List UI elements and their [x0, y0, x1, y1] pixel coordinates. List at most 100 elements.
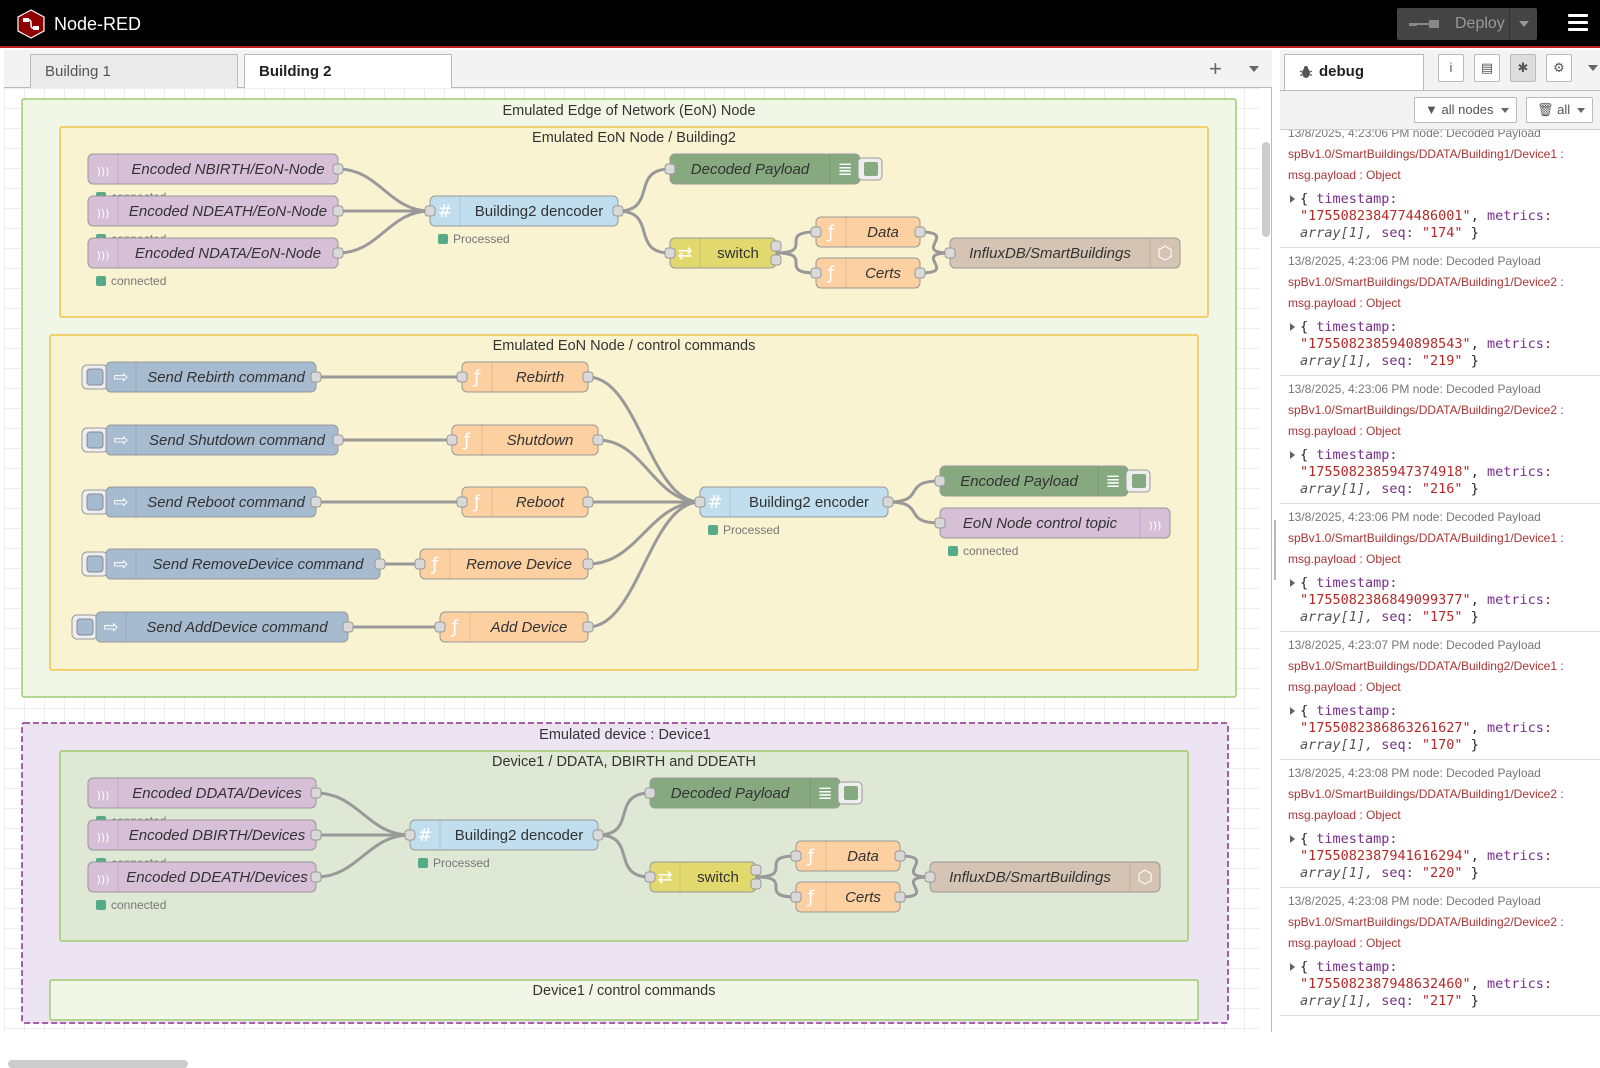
flow-wire[interactable]: [315, 791, 411, 837]
node-output-port[interactable]: [342, 621, 354, 633]
node-output-port[interactable]: [914, 226, 926, 238]
node-output-port[interactable]: [310, 787, 322, 799]
node-input-port[interactable]: [810, 226, 822, 238]
flow-wire[interactable]: [587, 500, 701, 566]
tab-list-chevron-icon[interactable]: [1249, 66, 1259, 72]
inject-button-face[interactable]: [76, 618, 94, 636]
node-output-port[interactable]: [770, 254, 782, 266]
node-input-port[interactable]: [424, 205, 436, 217]
flow-wire[interactable]: [337, 167, 431, 213]
flow-wire[interactable]: [337, 209, 431, 255]
node-output-port[interactable]: [332, 247, 344, 259]
debug-message[interactable]: 13/8/2025, 4:23:06 PM node: Decoded Payl…: [1280, 504, 1600, 632]
node-input-port[interactable]: [934, 475, 946, 487]
debug-message[interactable]: 13/8/2025, 4:23:08 PM node: Decoded Payl…: [1280, 888, 1600, 1016]
info-icon[interactable]: i: [1438, 54, 1464, 82]
expand-triangle-icon[interactable]: [1290, 707, 1295, 715]
flow-wire[interactable]: [597, 791, 651, 837]
inject-button-face[interactable]: [86, 493, 104, 511]
debug-message-payload[interactable]: { timestamp:"1755082386849099377", metri…: [1288, 575, 1592, 626]
node-output-port[interactable]: [750, 878, 762, 890]
tab-building-2[interactable]: Building 2: [244, 54, 452, 89]
node-input-port[interactable]: [434, 621, 446, 633]
expand-triangle-icon[interactable]: [1290, 195, 1295, 203]
node-output-port[interactable]: [332, 163, 344, 175]
expand-triangle-icon[interactable]: [1290, 451, 1295, 459]
node-input-port[interactable]: [456, 496, 468, 508]
node-output-port[interactable]: [894, 850, 906, 862]
gear-icon[interactable]: ⚙: [1546, 54, 1572, 82]
node-output-port[interactable]: [592, 434, 604, 446]
debug-message-payload[interactable]: { timestamp:"1755082387948632460", metri…: [1288, 959, 1592, 1010]
flow-wire[interactable]: [315, 833, 411, 879]
debug-message-payload[interactable]: { timestamp:"1755082387941616294", metri…: [1288, 831, 1592, 882]
add-tab-icon[interactable]: +: [1209, 56, 1222, 81]
debug-message[interactable]: 13/8/2025, 4:23:06 PM node: Decoded Payl…: [1280, 376, 1600, 504]
node-input-port[interactable]: [446, 434, 458, 446]
node-output-port[interactable]: [310, 496, 322, 508]
flow-wire[interactable]: [587, 375, 701, 504]
node-output-port[interactable]: [612, 205, 624, 217]
debug-toggle-face[interactable]: [844, 786, 858, 800]
node-output-port[interactable]: [332, 205, 344, 217]
inject-button-face[interactable]: [86, 431, 104, 449]
sidebar-resize-handle[interactable]: [1274, 520, 1276, 580]
debug-bug-icon[interactable]: ✱: [1510, 54, 1536, 82]
debug-message[interactable]: 13/8/2025, 4:23:07 PM node: Decoded Payl…: [1280, 632, 1600, 760]
node-input-port[interactable]: [934, 517, 946, 529]
filter-nodes-button[interactable]: ▼ all nodes: [1414, 97, 1517, 123]
canvas-horizontal-scrollbar[interactable]: [8, 1060, 188, 1068]
node-output-port[interactable]: [310, 871, 322, 883]
flow-wire[interactable]: [617, 209, 671, 255]
inject-button-face[interactable]: [86, 555, 104, 573]
node-input-port[interactable]: [414, 558, 426, 570]
debug-message[interactable]: 13/8/2025, 4:23:08 PM node: Decoded Payl…: [1280, 760, 1600, 888]
node-input-port[interactable]: [404, 829, 416, 841]
inject-button-face[interactable]: [86, 368, 104, 386]
expand-triangle-icon[interactable]: [1290, 579, 1295, 587]
node-output-port[interactable]: [894, 891, 906, 903]
node-input-port[interactable]: [790, 850, 802, 862]
main-menu-icon[interactable]: [1568, 14, 1588, 34]
flow-wire[interactable]: [887, 500, 941, 525]
node-output-port[interactable]: [374, 558, 386, 570]
node-output-port[interactable]: [770, 240, 782, 252]
debug-message[interactable]: 13/8/2025, 4:23:06 PM node: Decoded Payl…: [1280, 130, 1600, 248]
flow-wire[interactable]: [597, 438, 701, 504]
flow-wire[interactable]: [597, 833, 651, 879]
node-output-port[interactable]: [750, 864, 762, 876]
debug-toggle-face[interactable]: [864, 162, 878, 176]
flow-wire[interactable]: [899, 875, 931, 899]
flow-wire[interactable]: [919, 251, 951, 275]
node-input-port[interactable]: [644, 787, 656, 799]
node-output-port[interactable]: [582, 371, 594, 383]
flow-group[interactable]: [49, 979, 1199, 1021]
flow-diagram[interactable]: Emulated Edge of Network (EoN) NodeEmula…: [4, 88, 1260, 1032]
book-icon[interactable]: ▤: [1474, 54, 1500, 82]
node-input-port[interactable]: [664, 247, 676, 259]
sidebar-menu-chevron-icon[interactable]: [1588, 65, 1598, 71]
flow-wire[interactable]: [775, 251, 817, 275]
expand-triangle-icon[interactable]: [1290, 963, 1295, 971]
debug-message-payload[interactable]: { timestamp:"1755082385940898543", metri…: [1288, 319, 1592, 370]
canvas-vertical-scrollbar[interactable]: [1262, 142, 1270, 237]
node-output-port[interactable]: [310, 829, 322, 841]
flow-wire[interactable]: [755, 875, 797, 899]
node-input-port[interactable]: [944, 247, 956, 259]
deploy-button[interactable]: Deploy: [1397, 8, 1537, 40]
node-input-port[interactable]: [664, 163, 676, 175]
node-output-port[interactable]: [592, 829, 604, 841]
flow-wire[interactable]: [617, 167, 671, 213]
debug-message[interactable]: 13/8/2025, 4:23:06 PM node: Decoded Payl…: [1280, 248, 1600, 376]
node-output-port[interactable]: [882, 496, 894, 508]
node-input-port[interactable]: [810, 267, 822, 279]
tab-building-1[interactable]: Building 1: [30, 54, 238, 89]
node-input-port[interactable]: [924, 871, 936, 883]
debug-message-payload[interactable]: { timestamp:"1755082386863261627", metri…: [1288, 703, 1592, 754]
deploy-menu-chevron-icon[interactable]: [1509, 8, 1537, 40]
expand-triangle-icon[interactable]: [1290, 835, 1295, 843]
expand-triangle-icon[interactable]: [1290, 323, 1295, 331]
node-output-port[interactable]: [582, 621, 594, 633]
node-input-port[interactable]: [694, 496, 706, 508]
